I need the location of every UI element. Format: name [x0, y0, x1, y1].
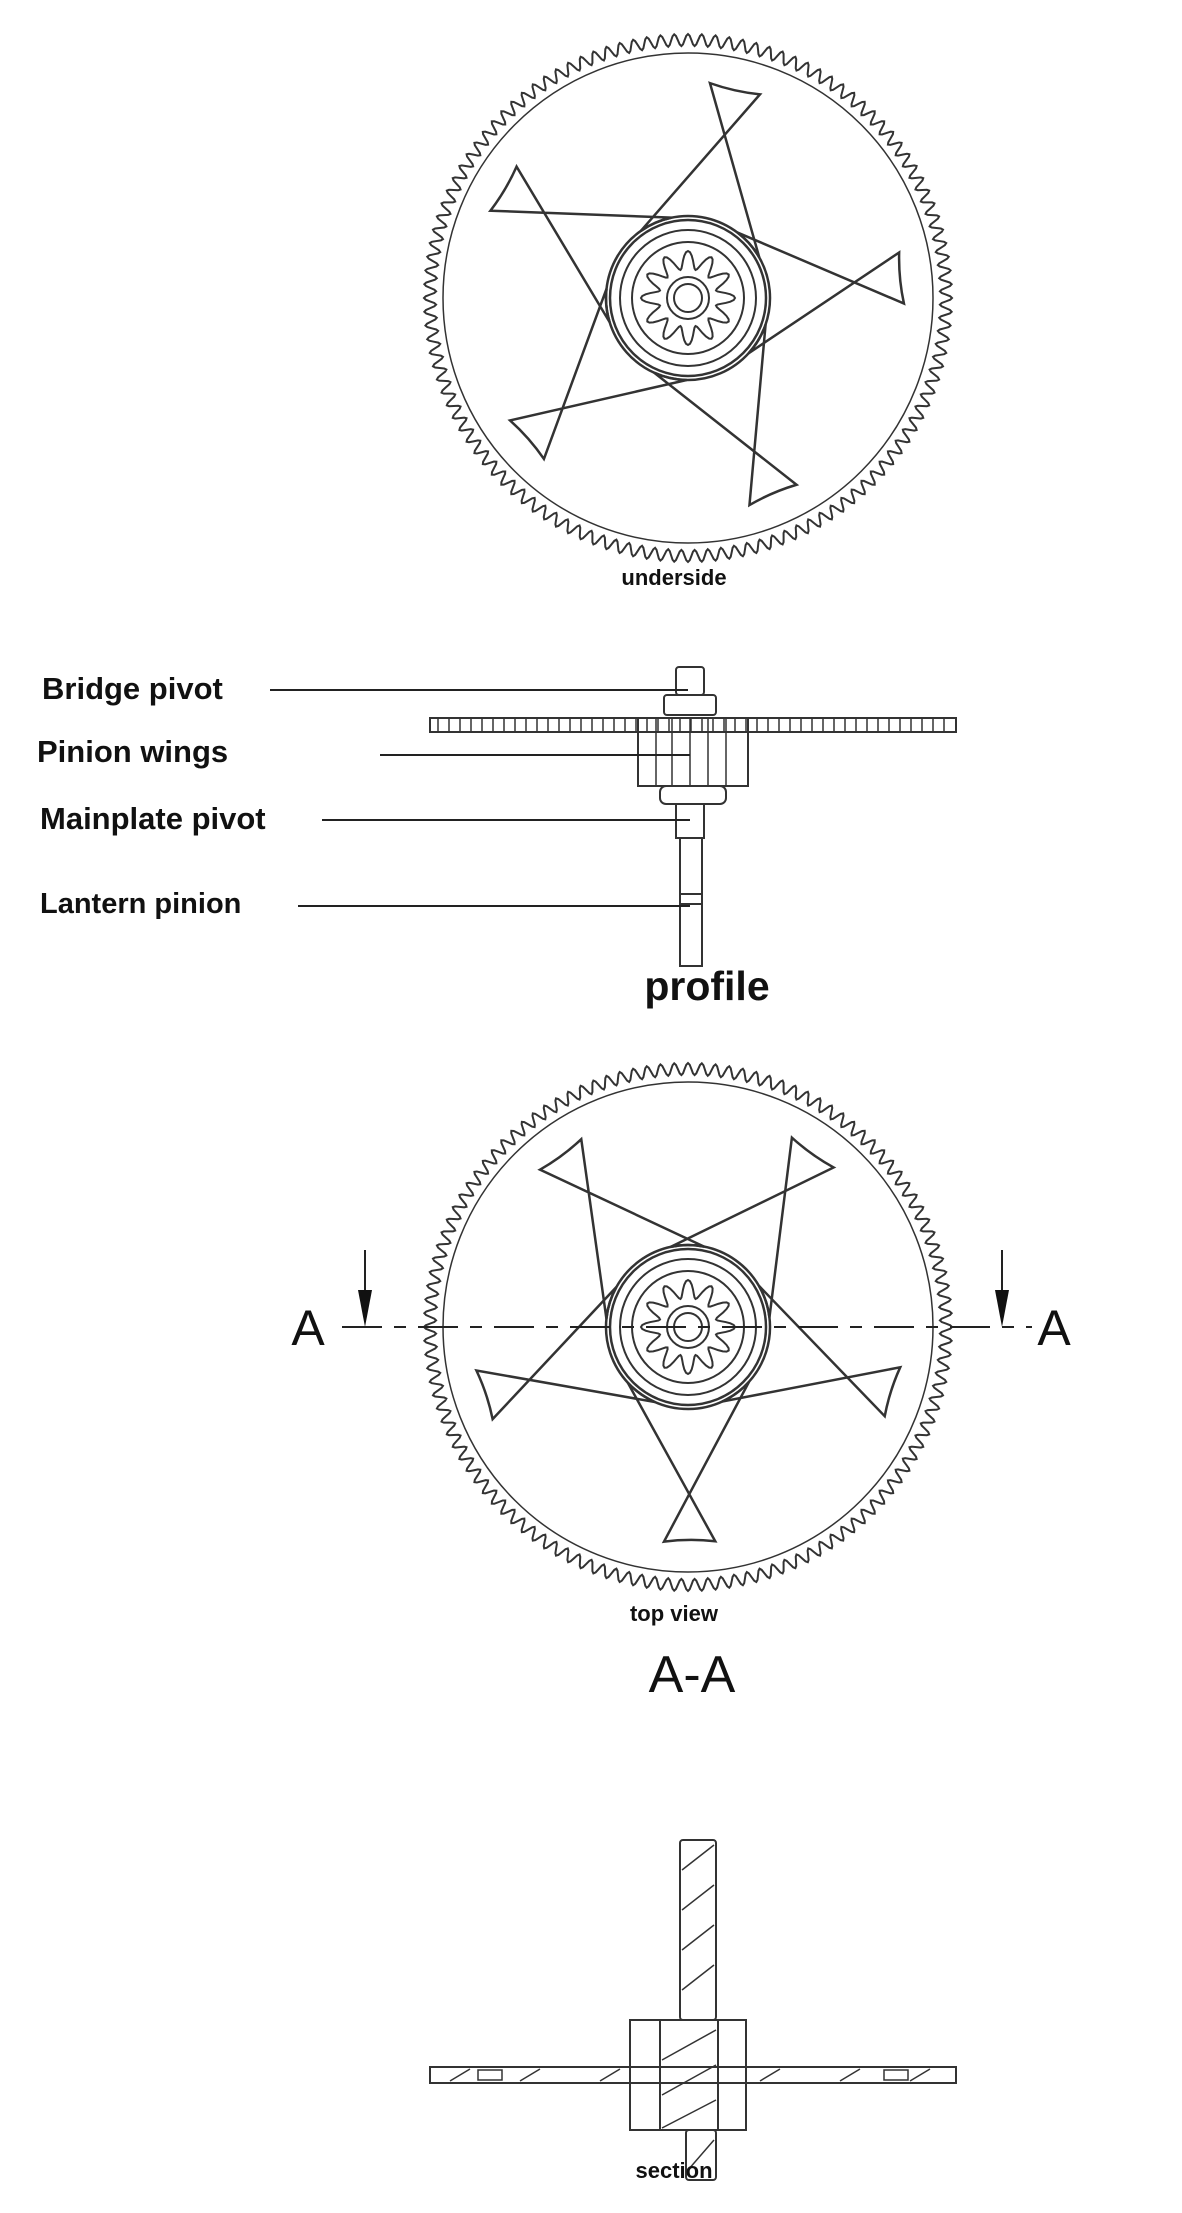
spoke-window [736, 231, 906, 355]
spoke-window [487, 163, 672, 323]
profile-shoulder [659, 785, 727, 805]
profile-bridge-collar [663, 694, 717, 716]
section-hub [629, 2019, 747, 2131]
callout-bridge-pivot: Bridge pivot [42, 671, 223, 706]
underside-gear-teeth [422, 32, 954, 564]
section-mark-left: A [291, 1300, 325, 1356]
top-view-caption: top view [630, 1601, 719, 1626]
spoke-window [537, 1136, 705, 1319]
profile-wheel-rim [429, 717, 957, 733]
pinion-leaves [639, 1278, 737, 1376]
hub-outer-ring [608, 218, 768, 378]
profile-caption: profile [644, 963, 769, 1009]
spoke-window [474, 1285, 656, 1422]
underside-hub [608, 218, 768, 378]
profile-pinion-wings [637, 717, 749, 787]
pinion-leaves [639, 249, 737, 347]
arbor-hole [673, 283, 703, 313]
spoke-window [639, 81, 763, 259]
profile-arbor [679, 837, 703, 895]
spoke-window [670, 1135, 837, 1318]
profile-view: Bridge pivot Pinion wings Mainplate pivo… [37, 666, 957, 1009]
hub-collar [631, 241, 745, 355]
spoke-window [626, 1380, 751, 1544]
profile-lower-arbor [679, 903, 703, 967]
callout-lantern-pinion: Lantern pinion [40, 888, 241, 920]
section-caption: section [635, 2158, 712, 2183]
section-arrow-left-head [358, 1290, 372, 1327]
rim-inner-edge [442, 52, 934, 544]
hub-inner-ring [619, 229, 757, 367]
top-view: A A top view [291, 1061, 1071, 1626]
section-lower-arbor [685, 2129, 717, 2181]
callout-pinion-wings: Pinion wings [37, 734, 228, 769]
spoke-window [653, 324, 800, 508]
spoke-window [721, 1284, 903, 1419]
profile-lantern-pinion [679, 893, 703, 905]
section-arrow-right-head [995, 1290, 1009, 1327]
underside-spokes [442, 52, 934, 544]
arbor-ring [666, 276, 710, 320]
profile-gear-teeth [437, 718, 945, 732]
underside-view: underside [422, 32, 954, 590]
section-rim [429, 2066, 957, 2084]
section-mark-right: A [1037, 1300, 1071, 1356]
section-view: A-A section [429, 1646, 957, 2183]
callout-mainplate-pivot: Mainplate pivot [40, 801, 266, 836]
underside-caption: underside [621, 565, 726, 590]
section-title: A-A [649, 1646, 736, 1704]
